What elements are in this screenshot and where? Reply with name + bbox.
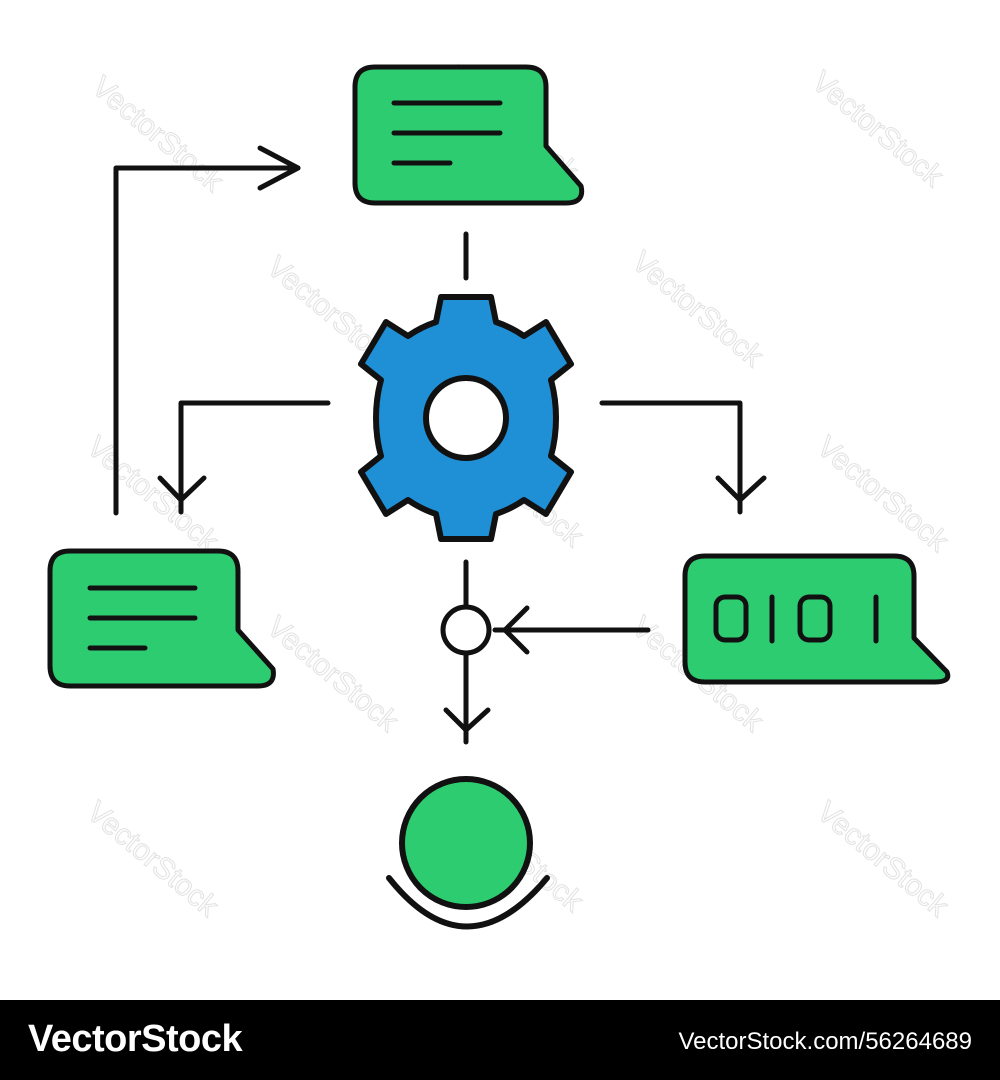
speech-bubble-icon	[352, 64, 585, 206]
workflow-diagram: VectorStock VectorStock VectorStock Vect…	[47, 60, 956, 930]
arrow-icon	[157, 475, 207, 503]
watermark: VectorStock	[86, 70, 231, 199]
footer-bar: VectorStock VectorStock.com/56264689	[0, 1000, 1000, 1080]
arrow-icon	[257, 145, 301, 191]
watermark: VectorStock	[261, 610, 406, 739]
arrow-icon	[502, 605, 530, 655]
feedback-connector	[113, 165, 301, 516]
connectors	[113, 145, 767, 745]
junction-node	[440, 604, 492, 656]
watermark: VectorStock	[811, 795, 956, 924]
watermark: VectorStock	[806, 65, 951, 194]
watermark: VectorStock	[626, 245, 771, 374]
gear-icon	[358, 294, 574, 542]
arrow-icon	[715, 475, 767, 503]
arrow-icon	[443, 707, 491, 733]
watermark: VectorStock	[81, 795, 226, 924]
right-connector	[599, 400, 743, 515]
binary-bubble-icon: 0101	[682, 553, 951, 685]
watermark: VectorStock	[811, 430, 956, 559]
footer-url: VectorStock.com/56264689	[678, 1028, 972, 1055]
footer-brand: VectorStock	[28, 1018, 243, 1060]
left-connector	[178, 400, 331, 515]
user-icon	[386, 776, 550, 930]
speech-bubble-icon	[47, 548, 276, 689]
watermark: VectorStock	[81, 430, 226, 559]
